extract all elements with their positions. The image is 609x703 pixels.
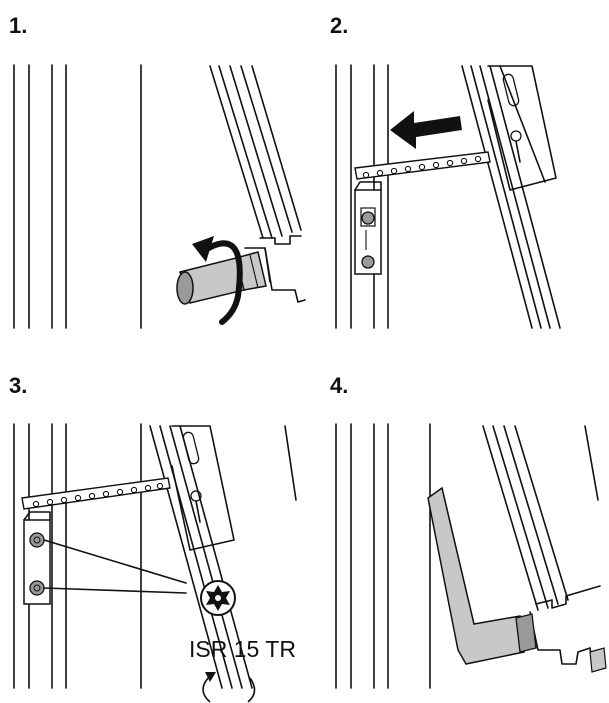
mounted-handle: [427, 486, 607, 673]
step-2-number: 2.: [330, 13, 349, 38]
lock-cylinder: [176, 251, 267, 305]
strike-plate: [23, 511, 51, 605]
torx-star-icon: [200, 580, 236, 616]
step-3-number: 3.: [9, 373, 28, 398]
panel-4: [335, 423, 607, 689]
rotate-arrow-icon: [202, 672, 256, 703]
panel-2: [335, 64, 561, 329]
torx-size-label: ISR 15 TR: [189, 636, 296, 662]
step-1-number: 1.: [9, 13, 28, 38]
step-4-number: 4.: [330, 373, 349, 398]
locking-rod: [354, 151, 491, 180]
strike-plate: [354, 181, 382, 275]
push-left-arrow-icon: [390, 111, 462, 149]
locking-rod: [21, 477, 171, 510]
panel-1: [13, 64, 306, 329]
rotate-arrow-icon: [192, 236, 243, 325]
panel-3: [13, 423, 297, 703]
